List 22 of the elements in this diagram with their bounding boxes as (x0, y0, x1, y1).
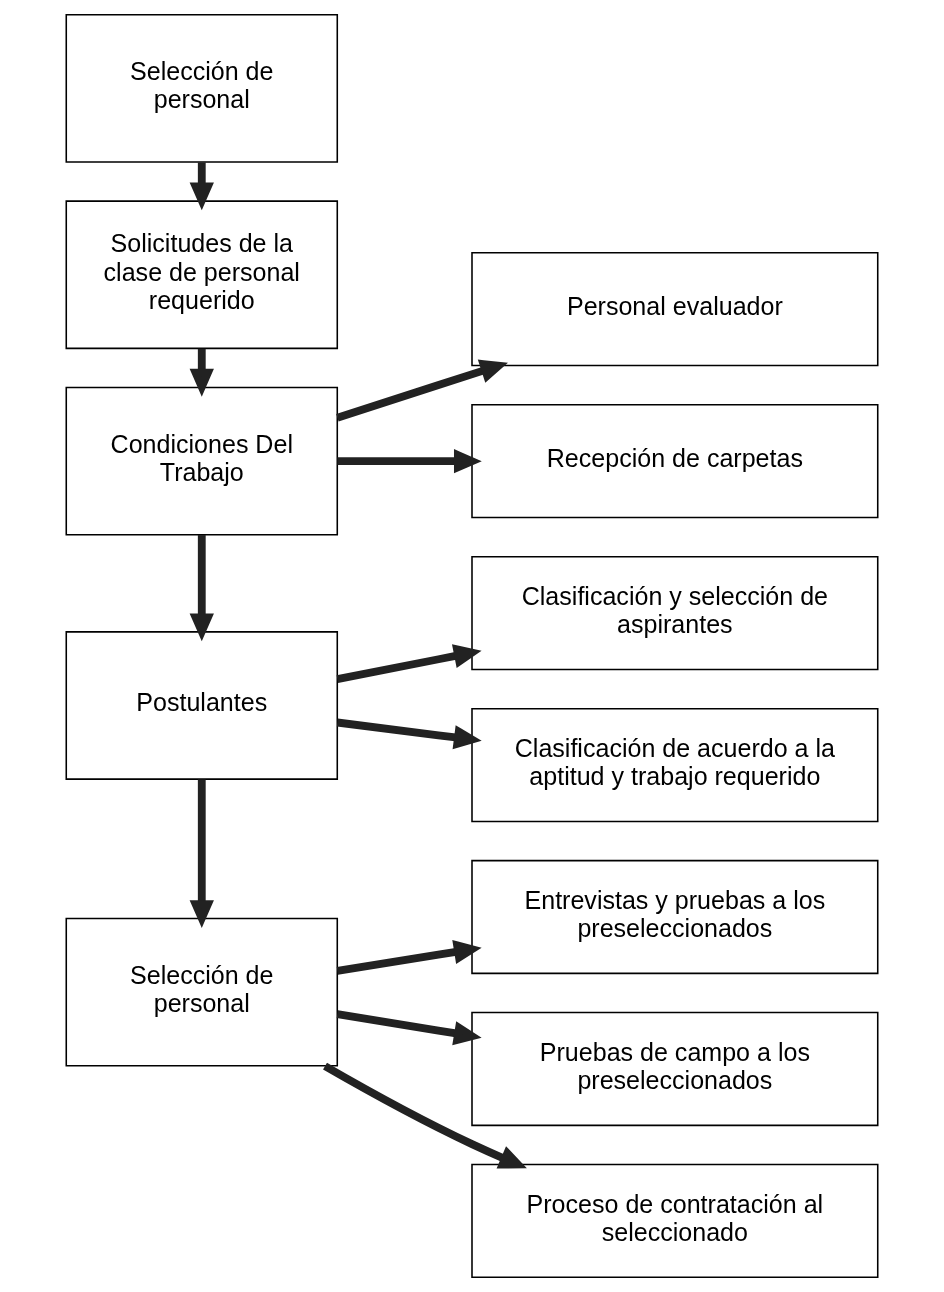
arrow (336, 940, 482, 975)
node-box: Clasificación y selección de aspirantes (471, 555, 879, 671)
node-box: Postulantes (65, 631, 339, 780)
arrow (336, 718, 482, 750)
arrow (336, 644, 482, 683)
node-box: Recepción de carpetas (471, 403, 879, 519)
arrow (189, 348, 214, 397)
node-box: Personal evaluador (471, 252, 879, 367)
node-box: Solicitudes de la clase de personal requerido (65, 200, 339, 350)
node-box: Proceso de contratación al seleccionado (471, 1163, 879, 1279)
arrow (189, 779, 214, 929)
arrow (337, 449, 482, 474)
arrow (336, 1010, 482, 1046)
node-box: Selección de personal (65, 13, 339, 163)
node-box: Selección de personal (65, 917, 339, 1067)
arrow (336, 359, 508, 422)
node-box: Clasificación de acuerdo a la aptitud y trabajo requerido (471, 707, 879, 823)
node-box: Entrevistas y pruebas a los preseleccionados (471, 859, 879, 975)
node-box: Condiciones Del Trabajo (65, 386, 339, 536)
arrow (189, 162, 214, 211)
node-box: Pruebas de campo a los preseleccionados (471, 1011, 879, 1127)
arrow (323, 1062, 527, 1169)
